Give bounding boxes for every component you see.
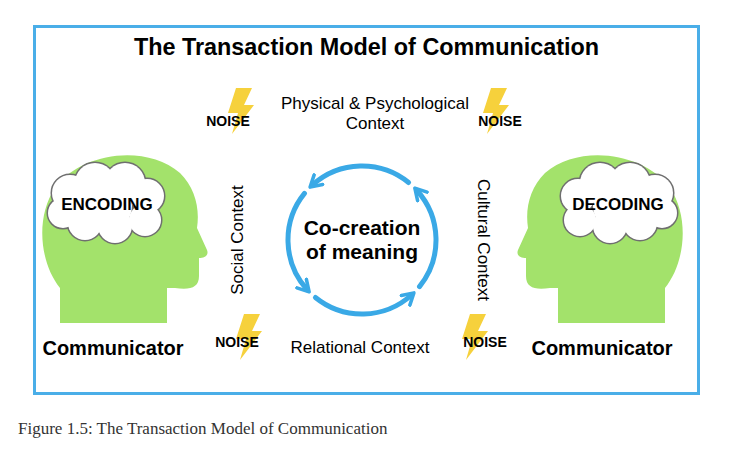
brain-label: ENCODING [61, 195, 153, 215]
brain-label: DECODING [572, 195, 664, 215]
noise-label: NOISE [206, 113, 250, 129]
node-text: Co-creation of meaning [297, 216, 427, 264]
communicator-label: Communicator [531, 337, 672, 360]
noise-label: NOISE [463, 334, 507, 350]
figure-caption: Figure 1.5: The Transaction Model of Com… [18, 419, 387, 439]
context-label: Relational Context [291, 338, 430, 358]
communicator-label: Communicator [42, 337, 183, 360]
noise-label: NOISE [215, 334, 259, 350]
context-label: Social Context [228, 185, 248, 295]
context-label: Physical & Psychological Context [280, 94, 470, 135]
head-silhouette [35, 148, 210, 363]
diagram-title: The Transaction Model of Communication [36, 34, 697, 61]
communicator-head: DECODING Communicator [515, 148, 690, 363]
meaning-circle: Co-creation of meaning [284, 162, 440, 318]
communicator-head: ENCODING Communicator [35, 148, 210, 363]
noise-label: NOISE [478, 113, 522, 129]
head-silhouette [515, 148, 690, 363]
context-label: Cultural Context [473, 179, 493, 301]
